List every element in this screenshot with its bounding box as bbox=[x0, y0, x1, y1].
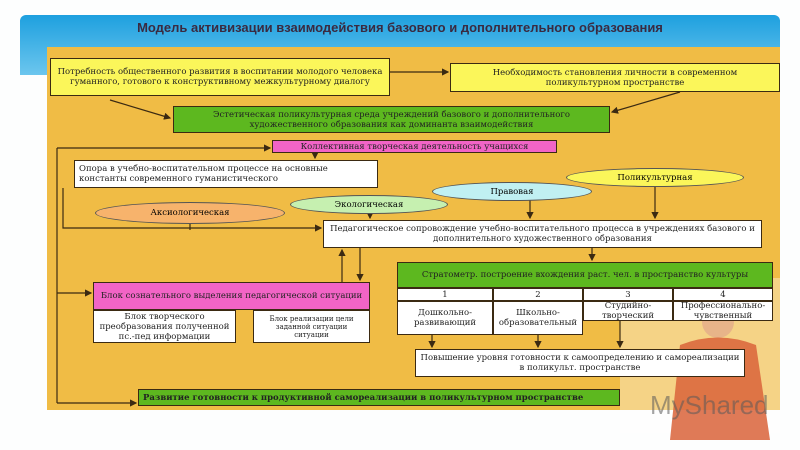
stage-label-1: Дошкольно-развивающий bbox=[397, 301, 493, 335]
ellipse-axiological: Аксиологическая bbox=[95, 202, 285, 224]
stage-number-4: 4 bbox=[673, 288, 773, 301]
box-block-situation: Блок сознательного выделения педагогичес… bbox=[93, 282, 370, 310]
stage-number-1: 1 bbox=[397, 288, 493, 301]
slide-title: Модель активизации взаимодействия базово… bbox=[137, 20, 663, 35]
box-block-creative: Блок творческого преобразования полученн… bbox=[93, 310, 236, 343]
box-pedagogical: Педагогическое сопровождение учебно-восп… bbox=[323, 220, 762, 248]
stage-number-2: 2 bbox=[493, 288, 583, 301]
stage-label-4: Профессионально-чувственный bbox=[673, 301, 773, 321]
box-stratometer: Стратометр. построение вхождения раст. ч… bbox=[397, 262, 773, 288]
ellipse-legal: Правовая bbox=[432, 182, 592, 201]
stage-label-3: Студийно-творческий bbox=[583, 301, 673, 321]
stage-number-3: 3 bbox=[583, 288, 673, 301]
box-support: Опора в учебно-воспитательном процессе н… bbox=[74, 160, 378, 188]
box-development: Развитие готовности к продуктивной самор… bbox=[138, 389, 620, 406]
stage-label-2: Школьно-образовательный bbox=[493, 301, 583, 335]
box-need-personal: Необходимость становления личности в сов… bbox=[450, 63, 780, 92]
box-collective: Коллективная творческая деятельность уча… bbox=[272, 140, 557, 153]
box-block-realization: Блок реализации цели заданной ситуации с… bbox=[253, 310, 370, 343]
ellipse-multicultural: Поликультурная bbox=[566, 168, 744, 187]
ellipse-ecological: Экологическая bbox=[290, 195, 448, 214]
box-need-social: Потребность общественного развития в вос… bbox=[50, 58, 390, 96]
box-aesthetic: Эстетическая поликультурная среда учрежд… bbox=[173, 106, 610, 133]
box-raising: Повышение уровня готовности к самоопреде… bbox=[415, 349, 745, 377]
watermark: MyShared bbox=[650, 390, 769, 420]
